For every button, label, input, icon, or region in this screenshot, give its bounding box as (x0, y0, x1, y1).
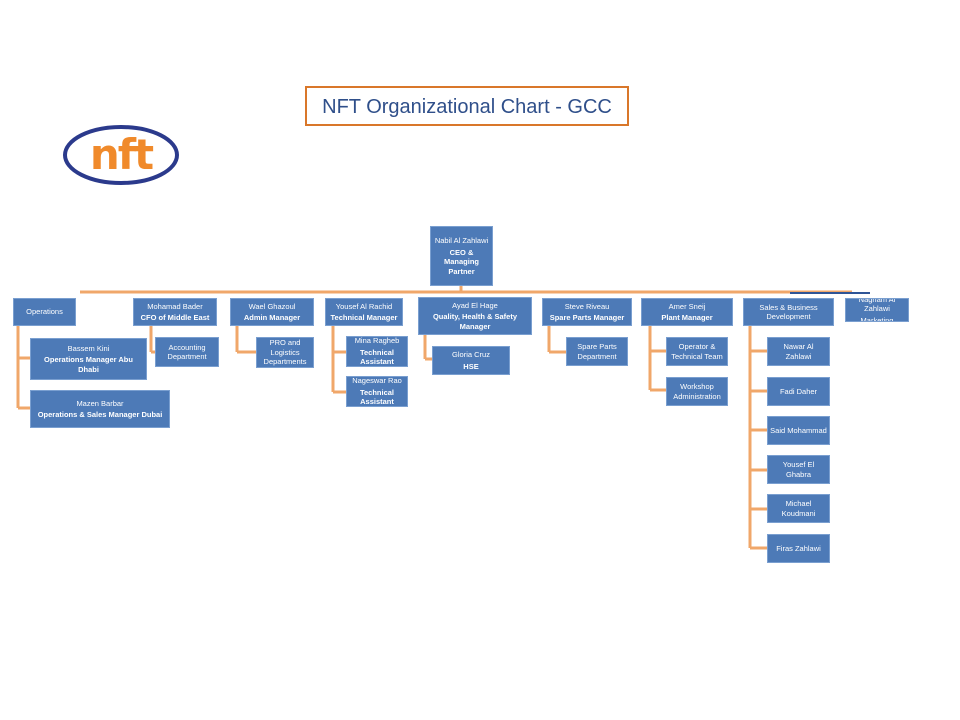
dept-admin: Wael Ghazoul Admin Manager (230, 298, 314, 326)
dept-name: Ayad El Hage (452, 300, 498, 310)
sub-yousef-el-ghabra: Yousef El Ghabra (767, 455, 830, 484)
sub-mina-ragheb: Mina Ragheb Technical Assistant (346, 336, 408, 367)
sub-role: Technical Assistant (359, 387, 395, 407)
sub-name: Fadi Daher (779, 386, 818, 396)
sub-name: Yousef El Ghabra (782, 460, 815, 479)
sub-role: Technical Assistant (359, 347, 395, 367)
sub-spare-parts-dept: Spare Parts Department (566, 337, 628, 366)
sub-role: Operations Manager Abu Dhabi (44, 355, 133, 374)
sub-accounting: Accounting Department (155, 337, 219, 367)
sub-name: Said Mohammad (770, 425, 827, 435)
dept-role: Technical Manager (330, 313, 398, 322)
dept-qhs: Ayad El Hage Quality, Health & Safety Ma… (418, 297, 532, 335)
dept-name: Steve Riveau (564, 301, 610, 311)
sub-name: Bassem Kini (67, 343, 110, 353)
dept-name: Nagham Al Zahlawi (858, 298, 896, 314)
ceo-role: CEO & Managing Partner (444, 247, 479, 276)
dept-name: Sales & Business Development (759, 302, 818, 322)
sub-nawar-al-zahlawi: Nawar Al Zahlawi (767, 337, 830, 366)
sub-name: Workshop Administration (673, 382, 721, 401)
sub-name: Operator & Technical Team (671, 342, 723, 361)
dept-marketing: Nagham Al Zahlawi Marketing (845, 298, 909, 322)
dept-cfo: Mohamad Bader CFO of Middle East (133, 298, 217, 326)
chart-title: NFT Organizational Chart - GCC (305, 86, 629, 126)
sub-name: Nawar Al Zahlawi (783, 342, 814, 361)
dept-role: Plant Manager (661, 313, 713, 322)
sub-operator-technical: Operator & Technical Team (666, 337, 728, 366)
dept-name: Wael Ghazoul (248, 301, 296, 311)
ceo-box: Nabil Al Zahlawi CEO & Managing Partner (430, 226, 493, 286)
sub-fadi-daher: Fadi Daher (767, 377, 830, 406)
sub-name: Accounting Department (167, 342, 207, 362)
dept-plant: Amer Sneij Plant Manager (641, 298, 733, 326)
sub-name: Michael Koudmani (781, 499, 816, 518)
svg-text:nft: nft (90, 130, 154, 179)
sub-bassem-kini: Bassem Kini Operations Manager Abu Dhabi (30, 338, 147, 380)
sub-name: Mina Ragheb (354, 336, 400, 346)
dept-name: Yousef Al Rachid (335, 301, 393, 311)
sub-michael-koudmani: Michael Koudmani (767, 494, 830, 523)
sub-firas-zahlawi: Firas Zahlawi (767, 534, 830, 563)
sub-name: Firas Zahlawi (776, 543, 821, 553)
dept-sales: Sales & Business Development (743, 298, 834, 326)
nft-logo: nft (63, 125, 179, 185)
dept-role: CFO of Middle East (140, 313, 210, 322)
dept-technical: Yousef Al Rachid Technical Manager (325, 298, 403, 326)
sub-name: Spare Parts Department (577, 342, 617, 361)
sub-role: HSE (463, 361, 479, 371)
sub-said-mohammad: Said Mohammad (767, 416, 830, 445)
ceo-name: Nabil Al Zahlawi (434, 236, 489, 245)
dept-operations: Operations (13, 298, 76, 326)
sub-gloria-cruz: Gloria Cruz HSE (432, 346, 510, 375)
dept-name: Operations (26, 307, 63, 317)
sub-mazen-barbar: Mazen Barbar Operations & Sales Manager … (30, 390, 170, 428)
dept-role: Marketing (860, 315, 894, 322)
sub-name: PRO and Logistics Departments (263, 338, 307, 367)
sub-name: Nageswar Rao (352, 376, 402, 386)
dept-name: Mohamad Bader (147, 301, 203, 311)
sub-name: Mazen Barbar (76, 398, 124, 408)
dept-role: Admin Manager (243, 313, 301, 322)
dept-name: Amer Sneij (668, 301, 706, 311)
dept-role: Spare Parts Manager (549, 313, 625, 322)
dept-role: Quality, Health & Safety Manager (432, 312, 518, 331)
sub-workshop-admin: Workshop Administration (666, 377, 728, 406)
sub-nageswar-rao: Nageswar Rao Technical Assistant (346, 376, 408, 407)
sub-role: Operations & Sales Manager Dubai (37, 410, 163, 419)
sub-name: Gloria Cruz (452, 350, 490, 359)
sub-pro-logistics: PRO and Logistics Departments (256, 337, 314, 368)
dept-spare-parts: Steve Riveau Spare Parts Manager (542, 298, 632, 326)
